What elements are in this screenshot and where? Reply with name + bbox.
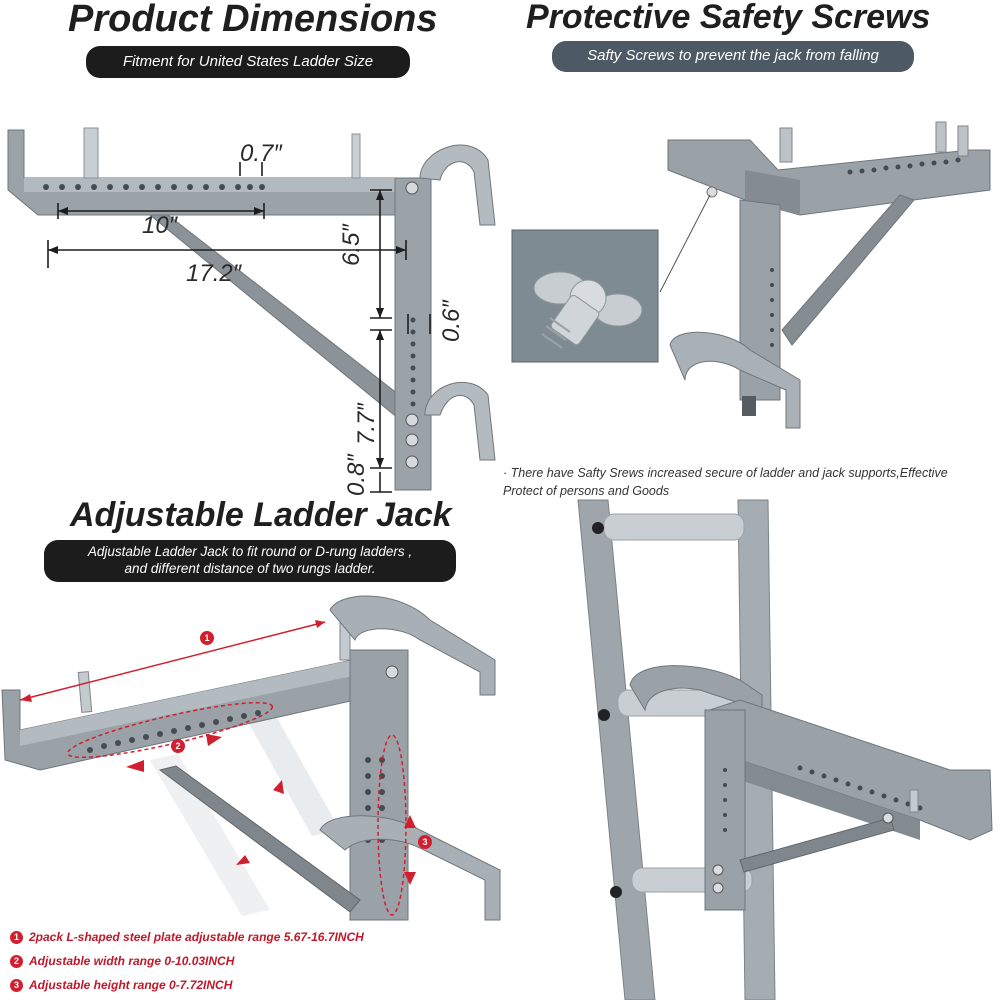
- safety-screw-jack-image: [511, 121, 991, 429]
- adjustable-jack-subtitle: Adjustable Ladder Jack to fit round or D…: [44, 540, 456, 582]
- feature-number-badge: 3: [10, 978, 23, 992]
- jack-dimension-drawing: [7, 127, 496, 493]
- callout-1: 1: [204, 633, 209, 643]
- feature-text: Adjustable width range 0-10.03INCH: [29, 954, 235, 968]
- dim-lower-height: 7.7″: [353, 403, 380, 445]
- adjustable-jack-image: 1 2 3: [1, 595, 501, 921]
- feature-item: 2 Adjustable width range 0-10.03INCH: [10, 954, 364, 968]
- safety-screws-note: · There have Safty Srews increased secur…: [503, 466, 948, 499]
- feature-text: Adjustable height range 0-7.72INCH: [29, 978, 233, 992]
- dim-hole-spacing: 0.7″: [240, 140, 282, 167]
- callout-2: 2: [175, 741, 180, 751]
- dim-bottom-offset: 0.8″: [343, 454, 370, 496]
- adjustable-jack-title: Adjustable Ladder Jack: [70, 496, 452, 534]
- adjustable-jack-subtitle-line2: and different distance of two rungs ladd…: [124, 561, 376, 576]
- dim-slot-length: 10″: [142, 212, 178, 239]
- dim-upper-height: 6.5″: [338, 224, 365, 266]
- safety-screws-subtitle: Safty Screws to prevent the jack from fa…: [552, 41, 914, 72]
- ladder-mounted-jack-image: [577, 499, 993, 1000]
- feature-item: 3 Adjustable height range 0-7.72INCH: [10, 978, 364, 992]
- feature-item: 1 2pack L-shaped steel plate adjustable …: [10, 930, 364, 944]
- feature-number-badge: 1: [10, 930, 23, 944]
- feature-list: 1 2pack L-shaped steel plate adjustable …: [10, 930, 364, 992]
- safety-screws-title: Protective Safety Screws: [526, 0, 931, 36]
- dim-hole-gap: 0.6″: [438, 300, 465, 342]
- adjustable-jack-subtitle-line1: Adjustable Ladder Jack to fit round or D…: [87, 544, 413, 560]
- product-dimensions-title: Product Dimensions: [68, 0, 438, 40]
- feature-number-badge: 2: [10, 954, 23, 968]
- feature-text: 2pack L-shaped steel plate adjustable ra…: [29, 930, 364, 944]
- dim-overall-length: 17.2″: [186, 260, 242, 287]
- callout-3: 3: [422, 837, 427, 847]
- product-dimensions-subtitle: Fitment for United States Ladder Size: [86, 46, 410, 78]
